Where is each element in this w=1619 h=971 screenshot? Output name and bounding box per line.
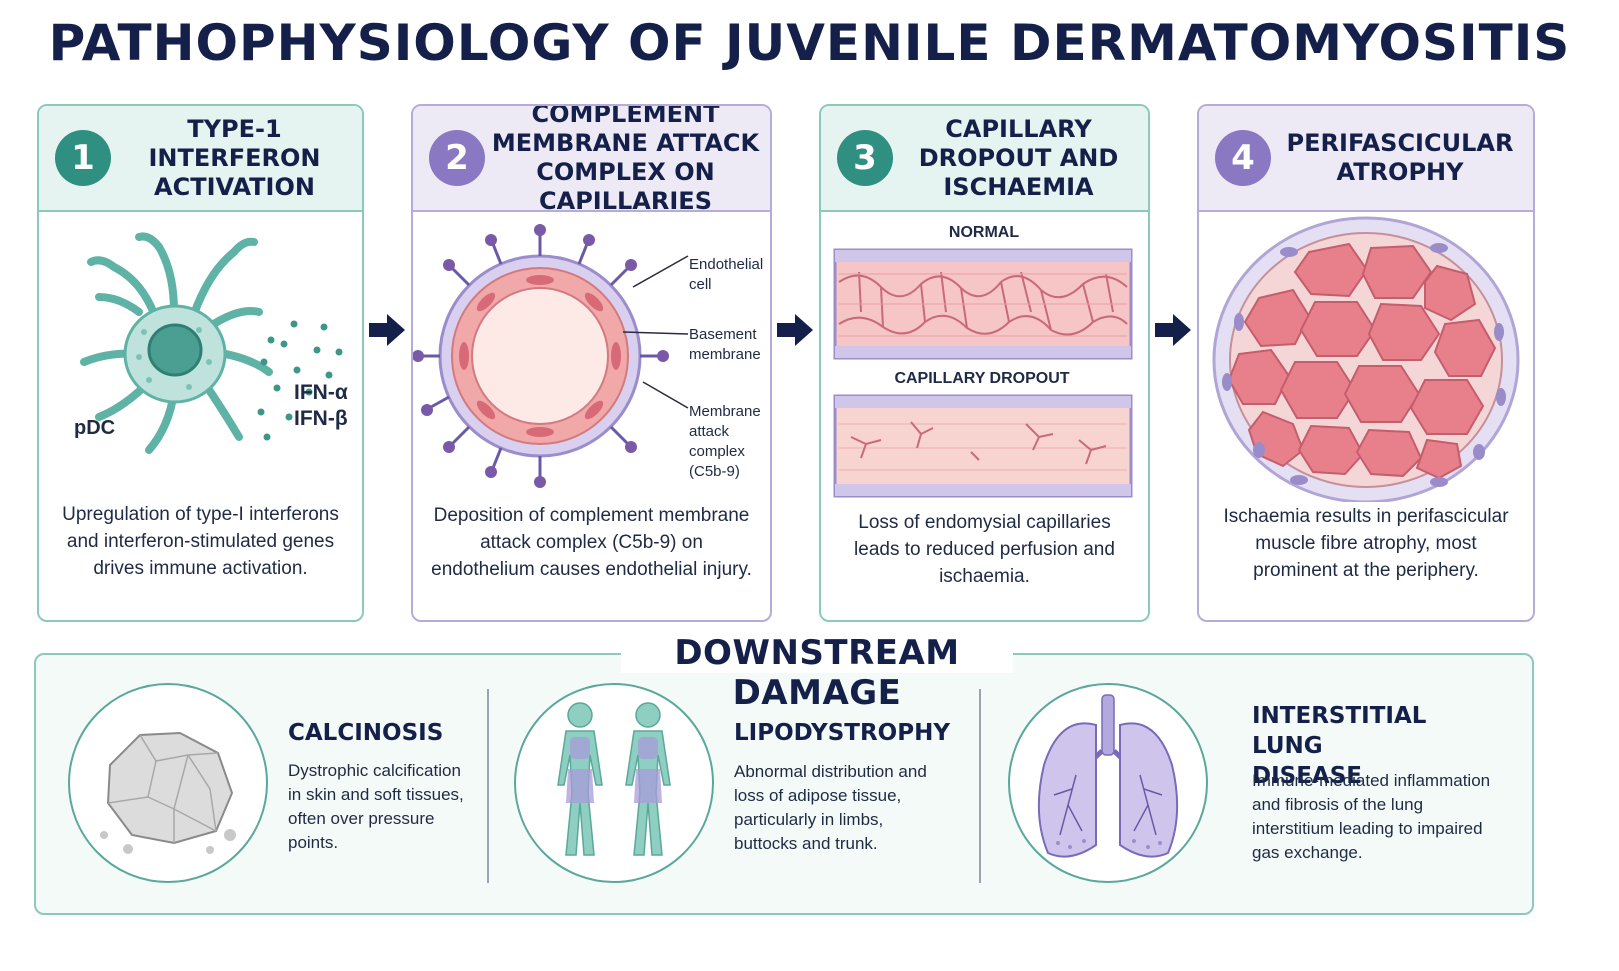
lipodystrophy-heading: LIPODYSTROPHY — [734, 718, 950, 748]
mac-label-2: attack — [689, 423, 730, 440]
lipodystrophy-text: Abnormal distribution and loss of adipos… — [734, 760, 934, 856]
endothelial-label-1: Endothelial — [689, 256, 763, 273]
step-number-3: 3 — [837, 130, 893, 186]
lungs-icon — [1008, 683, 1208, 883]
mac-label-4: (C5b-9) — [689, 463, 740, 480]
step-card-3: 3 CAPILLARY DROPOUT AND ISCHAEMIA NORMAL… — [819, 104, 1150, 622]
ifn-beta-label: IFN-β — [294, 407, 348, 430]
step-card-2: 2 COMPLEMENT MEMBRANE ATTACK COMPLEX ON … — [411, 104, 772, 622]
step-title-3: CAPILLARY DROPOUT AND ISCHAEMIA — [899, 106, 1138, 210]
step-number-1: 1 — [55, 130, 111, 186]
ifn-alpha-label: IFN-α — [294, 381, 348, 404]
body-figures-icon — [514, 683, 714, 883]
step-title-2: COMPLEMENT MEMBRANE ATTACK COMPLEX ON CA… — [491, 106, 760, 210]
arrow-right-icon — [367, 312, 407, 348]
capillary-dropout-illustration: NORMAL NORMAL CAPILLARY DROPOUT — [821, 212, 1148, 502]
step-card-4: 4 PERIFASCICULAR ATROPHY — [1197, 104, 1535, 622]
downstream-title: DOWNSTREAM DAMAGE — [621, 633, 1013, 713]
calcium-deposit-icon — [68, 683, 268, 883]
dropout-label: CAPILLARY DROPOUT — [894, 370, 1069, 387]
step-header-4: 4 PERIFASCICULAR ATROPHY — [1199, 106, 1533, 212]
step-description-2: Deposition of complement membrane attack… — [427, 502, 756, 583]
calcinosis-text: Dystrophic calcification in skin and sof… — [288, 759, 478, 855]
step-title-1: TYPE-1 INTERFERON ACTIVATION — [117, 106, 352, 210]
calcinosis-heading: CALCINOSIS — [288, 718, 443, 748]
step-header-3: 3 CAPILLARY DROPOUT AND ISCHAEMIA — [821, 106, 1148, 212]
step-number-2: 2 — [429, 130, 485, 186]
mac-label-3: complex — [689, 443, 745, 460]
capillary-cross-section-illustration: Endothelial cell Basement membrane Membr… — [413, 212, 770, 502]
dendritic-cell-illustration: pDC IFN-α IFN-β — [39, 212, 362, 492]
mac-label-1: Membrane — [689, 403, 761, 420]
downstream-damage-panel: DOWNSTREAM DAMAGE CALCINOSIS Dystrophic … — [34, 653, 1534, 915]
step-title-4: PERIFASCICULAR ATROPHY — [1277, 106, 1523, 210]
pdc-label: pDC — [74, 417, 115, 439]
muscle-fascicle-illustration — [1199, 212, 1533, 502]
basement-label-1: Basement — [689, 326, 757, 343]
step-header-2: 2 COMPLEMENT MEMBRANE ATTACK COMPLEX ON … — [413, 106, 770, 212]
arrow-right-icon — [775, 312, 815, 348]
normal-label-text: NORMAL — [949, 224, 1019, 241]
step-description-3: Loss of endomysial capillaries leads to … — [835, 509, 1134, 590]
divider — [979, 689, 981, 883]
endothelial-label-2: cell — [689, 276, 712, 293]
downstream-title-wrap: DOWNSTREAM DAMAGE — [621, 633, 1013, 713]
step-description-4: Ischaemia results in perifascicular musc… — [1213, 503, 1519, 584]
basement-label-2: membrane — [689, 346, 761, 363]
step-number-4: 4 — [1215, 130, 1271, 186]
divider — [487, 689, 489, 883]
ild-text: Immune-mediated inflammation and fibrosi… — [1252, 769, 1492, 865]
page-title: PATHOPHYSIOLOGY OF JUVENILE DERMATOMYOSI… — [0, 14, 1619, 72]
arrow-right-icon — [1153, 312, 1193, 348]
step-header-1: 1 TYPE-1 INTERFERON ACTIVATION — [39, 106, 362, 212]
step-description-1: Upregulation of type-I interferons and i… — [53, 501, 348, 582]
step-card-1: 1 TYPE-1 INTERFERON ACTIVATION — [37, 104, 364, 622]
